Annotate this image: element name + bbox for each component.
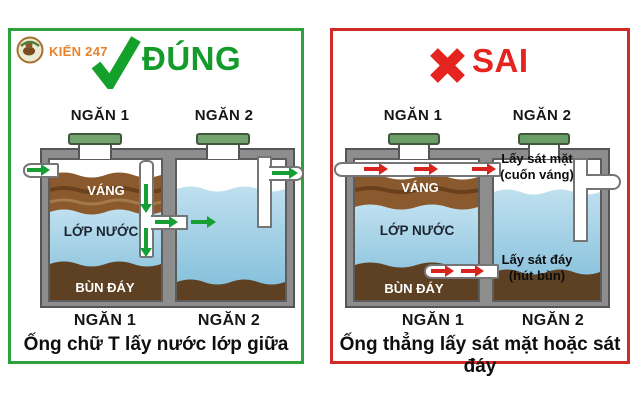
- tank-lid: [518, 133, 570, 145]
- annotation-bottom-intake: Lấy sát đáy (hút bùn): [502, 252, 573, 284]
- flow-arrow-right: [431, 269, 445, 273]
- flow-arrow-right: [414, 167, 429, 171]
- brand-name: KIẾN 247: [49, 44, 108, 59]
- tank-lid: [68, 133, 122, 145]
- annotation-bottom-line2: (hút bùn): [508, 268, 566, 283]
- compartment-label-top: NGĂN 2: [194, 107, 254, 124]
- annotation-surface-line2: (cuốn váng): [500, 167, 574, 182]
- outlet-pipe-branch: [586, 174, 621, 190]
- tank-lid-collar: [398, 145, 430, 159]
- compartment-label-bottom: NGĂN 2: [521, 312, 585, 329]
- check-icon: [91, 36, 141, 89]
- caption-correct: Ống chữ T lấy nước lớp giữa: [23, 334, 289, 355]
- outlet-pipe-vertical: [573, 158, 588, 242]
- annotation-bottom-line1: Lấy sát đáy: [501, 252, 573, 267]
- outlet-pipe-vertical: [257, 156, 272, 228]
- compartment-label-top: NGĂN 1: [70, 107, 130, 124]
- compartment-label-bottom: NGĂN 1: [401, 312, 465, 329]
- flow-arrow-down: [144, 228, 148, 248]
- tank-lid-collar: [78, 145, 112, 159]
- flow-arrow-right: [461, 269, 475, 273]
- compartment-label-bottom: NGĂN 1: [73, 312, 137, 329]
- caption-wrong: Ống thẳng lấy sát mặt hoặc sát đáy: [339, 334, 621, 377]
- compartment-label-bottom: NGĂN 2: [197, 312, 261, 329]
- verdict-correct-label: ĐÚNG: [142, 40, 242, 77]
- x-icon: [430, 48, 465, 83]
- sludge-label: BÙN ĐÁY: [384, 281, 444, 296]
- flow-arrow-right: [472, 167, 487, 171]
- scum-label: VÁNG: [87, 183, 125, 198]
- water-label: LỚP NƯỚC: [63, 224, 139, 239]
- flow-arrow-right: [155, 220, 169, 224]
- verdict-wrong-label: SAI: [472, 42, 529, 79]
- sludge-label: BÙN ĐÁY: [75, 280, 135, 295]
- flow-arrow-right: [364, 167, 379, 171]
- tank-lid-collar: [528, 145, 560, 159]
- flow-arrow-right: [27, 168, 41, 172]
- tank-lid-collar: [206, 145, 240, 159]
- flow-arrow-right: [191, 220, 207, 224]
- left-compartment-1-layers: [50, 172, 161, 300]
- tank-lid: [196, 133, 250, 145]
- scum-label: VÁNG: [401, 180, 439, 195]
- annotation-surface-line1: Lấy sát mặt: [501, 151, 573, 166]
- annotation-surface-intake: Lấy sát mặt (cuốn váng): [500, 151, 574, 183]
- compartment-label-top: NGĂN 1: [383, 107, 443, 124]
- water-label: LỚP NƯỚC: [379, 223, 455, 238]
- compartment-label-top: NGĂN 2: [512, 107, 572, 124]
- kien247-logo-icon: [16, 36, 44, 64]
- flow-arrow-right: [272, 171, 289, 175]
- flow-arrow-down: [144, 184, 148, 204]
- tank-lid: [388, 133, 440, 145]
